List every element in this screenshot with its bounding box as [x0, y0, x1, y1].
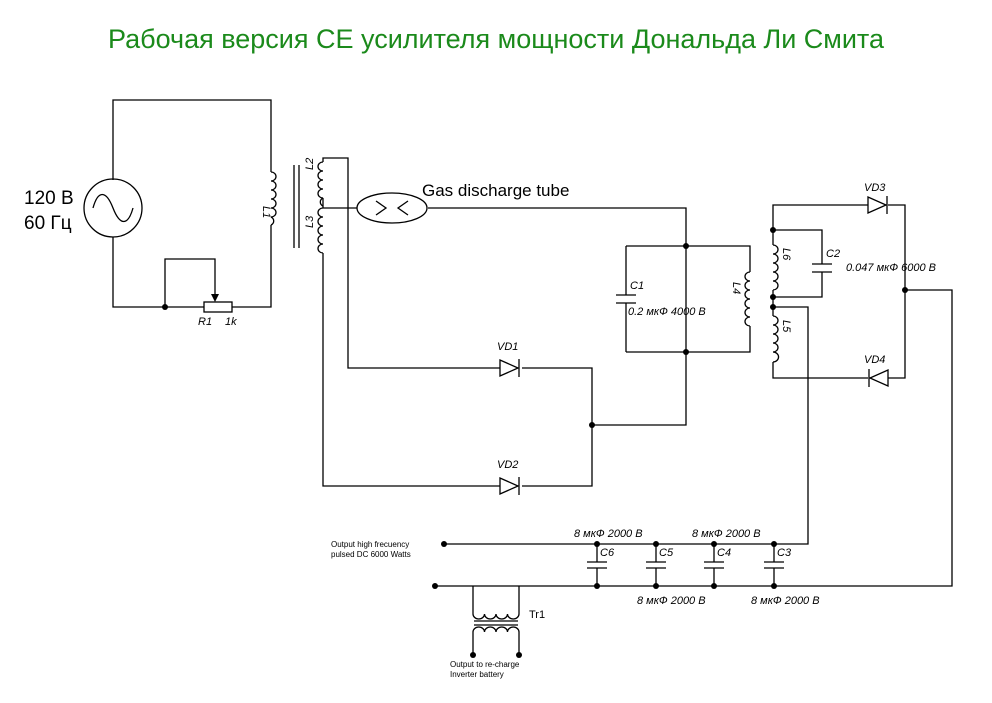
junction-c2-bottom	[770, 294, 776, 300]
l4-label: L4	[730, 282, 742, 294]
output-battery-label-line2: Inverter battery	[450, 670, 504, 679]
coil-l6	[772, 244, 779, 291]
vd4-label: VD4	[864, 354, 885, 366]
transformer-tr1	[472, 613, 520, 633]
vd2-label: VD2	[497, 459, 518, 471]
junction-c1-top	[683, 243, 689, 249]
capacitor-c3	[764, 544, 784, 586]
output-battery-label-line1: Output to re-charge	[450, 660, 520, 669]
gas-discharge-tube	[356, 192, 428, 224]
c5-label: C5	[659, 547, 674, 559]
junction-r1	[162, 304, 168, 310]
junction-vd3-vd4	[902, 287, 908, 293]
battery-terminal-left	[470, 652, 476, 658]
tr1-primary-wires	[472, 586, 520, 614]
junction-c1-bottom	[683, 349, 689, 355]
output-hf-label-line2: pulsed DC 6000 Watts	[331, 550, 411, 559]
junction-c3-bottom	[771, 583, 777, 589]
tr1-secondary-wires	[472, 632, 520, 655]
c3-label: C3	[777, 547, 792, 559]
c1-l4-tank-wires	[625, 245, 751, 353]
output-hf-return-terminal	[432, 583, 438, 589]
coil-l2	[317, 161, 324, 207]
r1-value-label: 1k	[225, 316, 237, 328]
vd1-label: VD1	[497, 341, 518, 353]
primary-circuit-wires	[112, 99, 272, 308]
junction-c4-bottom	[711, 583, 717, 589]
output-hf-terminal	[441, 541, 447, 547]
junction-vd1-vd2	[589, 422, 595, 428]
diode-vd4	[868, 368, 889, 388]
output-hf-label-line1: Output high frecuency	[331, 540, 409, 549]
l3-label: L3	[304, 215, 316, 228]
source-frequency-label: 60 Гц	[24, 213, 72, 234]
tube-label: Gas discharge tube	[422, 181, 569, 200]
c5-value-label: 8 мкФ 2000 В	[637, 595, 706, 607]
ac-source	[83, 178, 143, 238]
c4-value-label: 8 мкФ 2000 В	[692, 528, 761, 540]
c2-value-label: 0.047 мкФ 6000 В	[846, 262, 936, 274]
battery-terminal-right	[516, 652, 522, 658]
r1-label: R1	[198, 316, 212, 328]
junction-c6-top	[594, 541, 600, 547]
coil-l4	[744, 271, 751, 327]
potentiometer-r1	[203, 294, 233, 313]
l1-label: L1	[260, 206, 272, 218]
c4-label: C4	[717, 547, 731, 559]
c2-label: C2	[826, 248, 840, 260]
secondary-wires	[322, 157, 687, 487]
junction-c5-top	[653, 541, 659, 547]
c6-label: C6	[600, 547, 615, 559]
diode-vd1	[499, 358, 520, 378]
diagram-title: Рабочая версия CE усилителя мощности Дон…	[108, 24, 884, 54]
junction-center-tap	[770, 304, 776, 310]
l2-label: L2	[304, 158, 316, 170]
capacitor-c2	[812, 263, 832, 273]
c6-value-label: 8 мкФ 2000 В	[574, 528, 643, 540]
coil-l1	[270, 171, 277, 226]
junction-c4-top	[711, 541, 717, 547]
diode-vd2	[499, 476, 520, 496]
capacitor-c1	[616, 294, 636, 304]
coil-l3	[317, 207, 324, 254]
junction-l6-top	[770, 227, 776, 233]
coil-l5	[772, 315, 780, 363]
transformer-core	[293, 165, 300, 248]
source-voltage-label: 120 В	[24, 188, 74, 209]
junction-c5-bottom	[653, 583, 659, 589]
tr1-label: Tr1	[529, 609, 545, 621]
c1-label: C1	[630, 280, 644, 292]
junction-c3-top	[771, 541, 777, 547]
c3-value-label: 8 мкФ 2000 В	[751, 595, 820, 607]
l5-label: L5	[780, 320, 792, 333]
l6-label: L6	[780, 248, 792, 261]
diode-vd3	[867, 195, 888, 215]
c1-value-label: 0.2 мкФ 4000 В	[628, 306, 706, 318]
junction-c6-bottom	[594, 583, 600, 589]
vd3-label: VD3	[864, 182, 886, 194]
